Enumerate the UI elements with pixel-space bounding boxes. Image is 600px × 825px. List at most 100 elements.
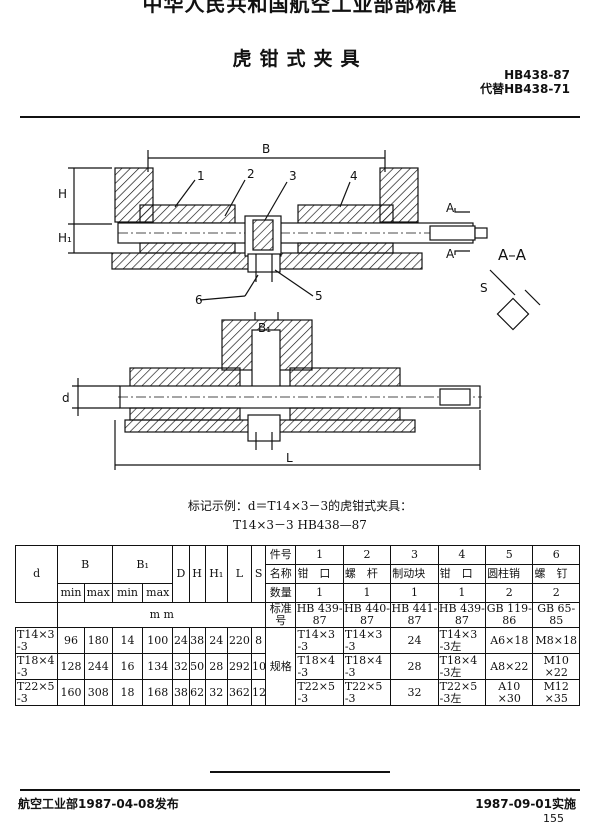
cell-part2: T22×5 -3 [342,679,392,706]
cell-bmax: 244 [83,653,113,680]
part-std-cell: HB 439-87 [295,602,344,628]
dim-label-H1: H₁ [58,231,72,245]
standard-number-block: HB438-87 代替HB438-71 [480,68,570,96]
part-no-cell: 2 [342,545,392,565]
header-min: min [111,583,144,603]
cell-b1max: 100 [142,627,174,654]
cell-D: 38 [172,679,190,706]
marking-example-line2: T14×3－3 HB438—87 [233,518,367,532]
dim-label-B: B [262,142,270,156]
part-no-cell: 5 [485,545,534,565]
document-title: 虎钳式夹具 [232,48,368,70]
cell-b1max: 168 [142,679,174,706]
implementation-date: 1987-09-01实施 [475,797,576,811]
cell-part2: T18×4 -3 [342,653,392,680]
table-row: T18×4 -3 128 244 16 134 32 50 28 292 10 … [14,653,580,680]
cell-bmin: 128 [57,653,85,680]
part-std-cell: GB 65-85 [532,602,580,628]
part-name-cell: 制动块 [390,564,439,584]
spec-table: d B B₁ D H H₁ L S 件号 1 2 3 4 5 6 名称 钳 口 … [14,545,580,706]
part-callout-1: 1 [197,169,205,183]
cell-bmax: 180 [83,627,113,654]
cell-part5: A10 ×30 [485,679,534,706]
page-number: 155 [543,812,564,825]
part-std-cell: HB 441-87 [390,602,439,628]
cell-b1min: 14 [111,627,144,654]
dim-label-d: d [62,391,70,405]
header-rule [20,116,580,118]
header-min: min [57,583,85,603]
header-max: max [83,583,113,603]
part-callout-2: 2 [247,167,255,181]
part-callout-6: 6 [195,293,203,307]
cell-bmin: 96 [57,627,85,654]
replaces-standard: 代替HB438-71 [480,82,570,96]
cell-L: 292 [226,653,253,680]
cell-bmin: 160 [57,679,85,706]
part-qty-cell: 1 [390,583,439,603]
cell-D: 32 [172,653,190,680]
standard-number: HB438-87 [504,68,570,82]
part-std-cell: HB 440-87 [342,602,392,628]
header-d: d [14,545,59,603]
cell-part4: T22×5 -3左 [437,679,487,706]
part-name-cell: 钳 口 [295,564,344,584]
unit-cell: m m [57,602,267,628]
section-mark-upper: A [446,201,455,215]
cell-part5: A8×22 [485,653,534,680]
end-rule [210,771,390,773]
cell-H: 50 [188,653,206,680]
part-no-cell: 1 [295,545,344,565]
section-view-label: A–A [498,246,527,264]
cell-part6: M10 ×22 [532,653,580,680]
header-D: D [172,545,190,603]
cell-part6: M8×18 [532,627,580,654]
marking-example-line1: 标记示例：d＝T14×3－3的虎钳式夹具： [187,499,413,513]
dim-label-H: H [58,187,67,201]
cell-part1: T22×5 -3 [295,679,344,706]
cell-S: 10 [251,653,267,680]
part-callout-4: 4 [350,169,358,183]
header-B1: B₁ [111,545,174,584]
cell-d: T18×4 -3 [14,653,59,680]
issue-date: 航空工业部1987-04-08发布 [18,797,179,811]
cell-b1max: 134 [142,653,174,680]
cell-H: 38 [188,627,206,654]
dim-label-S: S [480,281,488,295]
table-row: m m 标准号 HB 439-87 HB 440-87 HB 441-87 HB… [16,602,580,628]
header-part-name: 名称 [265,564,297,584]
cell-S: 8 [251,627,267,654]
cell-part1: T18×4 -3 [295,653,344,680]
part-name-cell: 螺 杆 [342,564,392,584]
part-no-cell: 6 [532,545,580,565]
table-row: min max min max 数量 1 1 1 1 2 2 [16,583,580,603]
cell-part4: T14×3 -3左 [437,627,487,654]
standard-org-header: 中华人民共和国航空工业部部标准 [142,0,458,16]
part-name-cell: 螺 钉 [532,564,580,584]
part-qty-cell: 1 [437,583,487,603]
cell-d: T22×5 -3 [14,679,59,706]
cell-H1: 24 [204,627,228,654]
cell-L: 220 [226,627,253,654]
part-qty-cell: 1 [295,583,344,603]
cell-H1: 32 [204,679,228,706]
part-qty-cell: 1 [342,583,392,603]
part-std-cell: GB 119-86 [485,602,534,628]
part-callout-3: 3 [289,169,297,183]
section-mark-lower: A [446,247,455,261]
footer-rule [20,789,580,791]
header-part-no: 件号 [265,545,297,565]
dim-label-L: L [286,451,293,465]
header-max: max [142,583,174,603]
dim-label-B1: B₁ [258,321,271,335]
header-H: H [188,545,206,603]
part-callout-5: 5 [315,289,323,303]
part-qty-cell: 2 [532,583,580,603]
header-L: L [226,545,253,603]
part-std-cell: HB 439-87 [437,602,487,628]
header-H1: H₁ [204,545,228,603]
table-row: 名称 钳 口 螺 杆 制动块 钳 口 圆柱销 螺 钉 [16,564,580,584]
header-B: B [57,545,113,584]
header-qty: 数量 [265,583,297,603]
cell-part3: 24 [390,627,439,654]
